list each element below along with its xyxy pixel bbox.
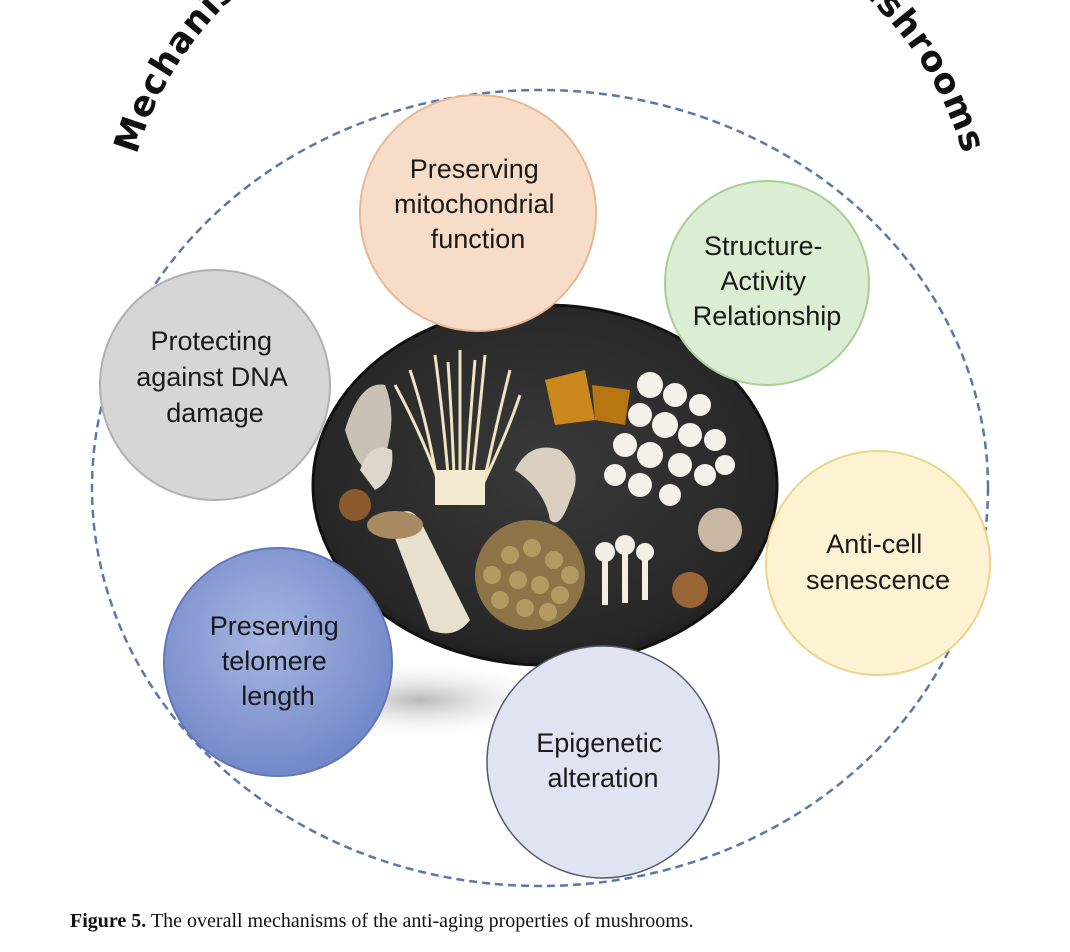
figure-caption: Figure 5. The overall mechanisms of the …: [70, 910, 694, 933]
mechanism-mitochondrial: Preserving mitochondrial function: [359, 94, 597, 332]
mechanism-telomere: Preserving telomere length: [163, 547, 393, 777]
caption-text: The overall mechanisms of the anti-aging…: [146, 910, 694, 932]
bubble-label: Epigenetic alteration: [536, 728, 670, 793]
bubble-anti-cell-senescence: [765, 450, 991, 676]
mushroom-plate-image: [311, 303, 779, 667]
mechanism-epigenetic: Epigenetic alteration: [486, 645, 720, 879]
bubble-structure-activity: [664, 180, 870, 386]
bubble-label: Preserving mitochondrial function: [394, 154, 562, 254]
mechanism-anti-cell-senescence: Anti-cell senescence: [765, 450, 991, 676]
outer-dashed-circle: [90, 88, 990, 888]
caption-label: Figure 5.: [70, 910, 147, 932]
bubble-telomere: [163, 547, 393, 777]
bubble-label: Anti-cell senescence: [806, 529, 950, 595]
mechanism-dna-damage: Protecting against DNA damage: [99, 269, 331, 501]
bubble-mitochondrial: [359, 94, 597, 332]
mechanism-structure-activity: Structure- Activity Relationship: [664, 180, 870, 386]
mechanisms-diagram: Mechanisms of anti-aging properties of m…: [90, 0, 992, 888]
bubble-label: Structure- Activity Relationship: [693, 231, 842, 331]
bubble-epigenetic: [486, 645, 720, 879]
bubble-label: Protecting against DNA damage: [136, 326, 294, 428]
bubble-dna-damage: [99, 269, 331, 501]
bubble-label: Preserving telomere length: [210, 611, 347, 711]
